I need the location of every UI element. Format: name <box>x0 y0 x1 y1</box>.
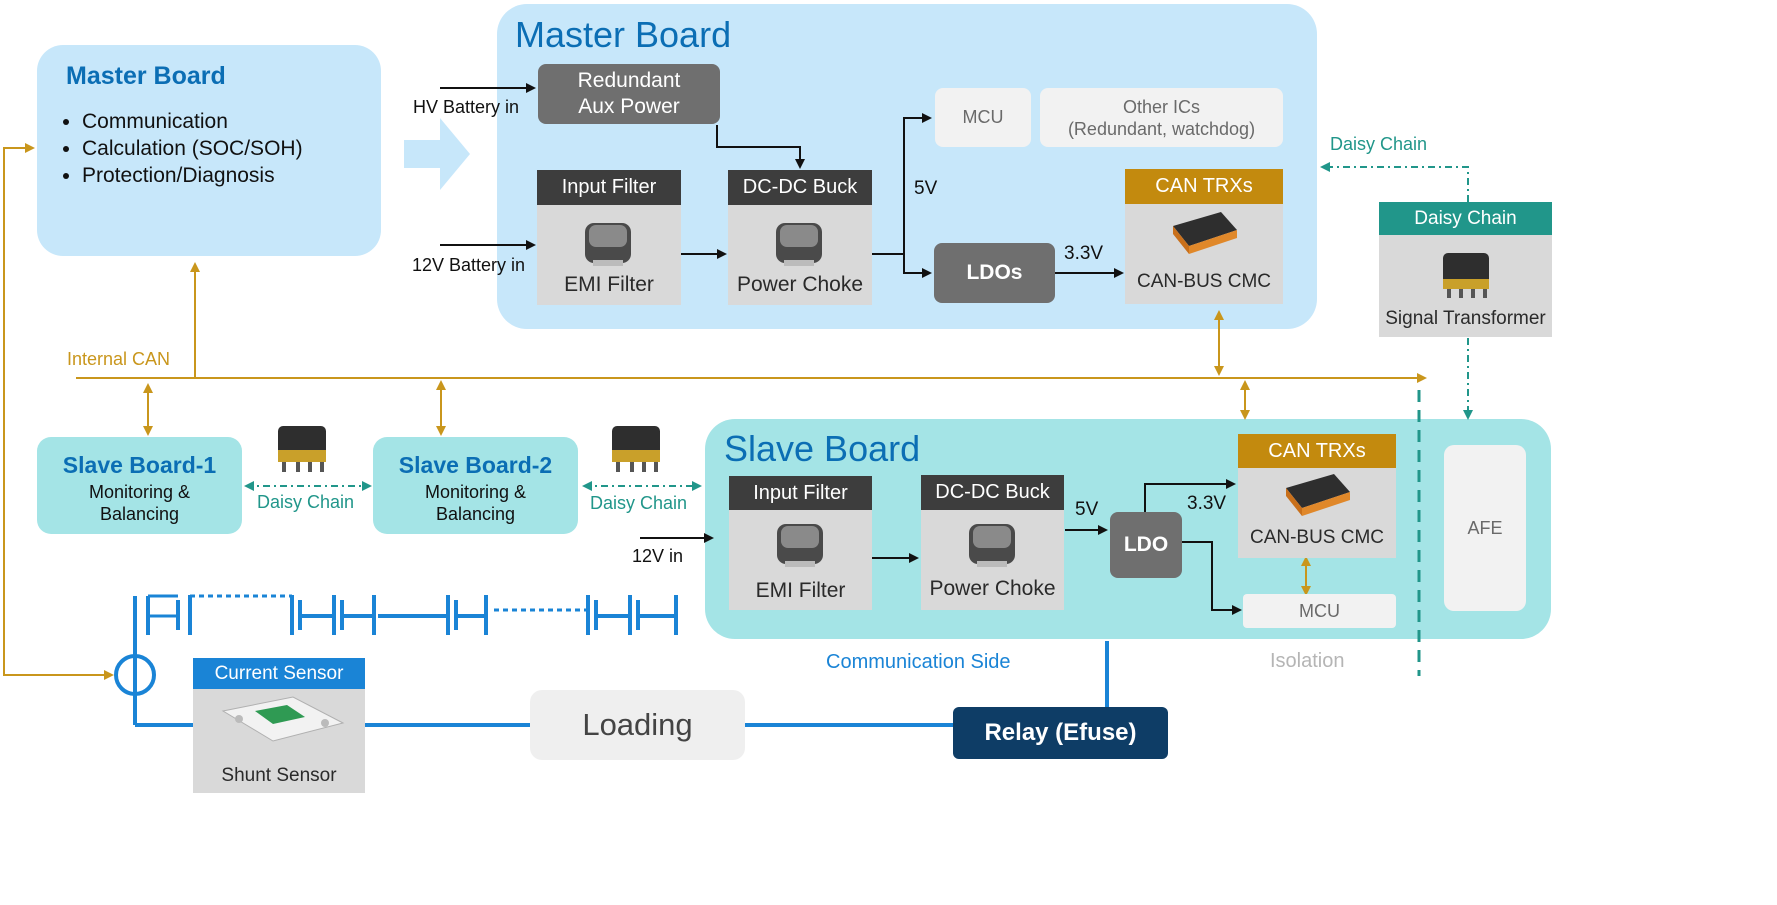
master-can-cmc-card: CAN-BUS CMC <box>1125 204 1283 304</box>
master-summary-box <box>37 45 381 256</box>
master-power-choke-label: Power Choke <box>736 273 864 296</box>
shunt-sensor-label: Shunt Sensor <box>221 765 337 786</box>
other-ics-box: Other ICs (Redundant, watchdog) <box>1040 88 1283 147</box>
bullet-communication: Communication <box>82 108 303 135</box>
slave-input-filter-header: Input Filter <box>729 476 872 510</box>
daisy-transformer-icon-1 <box>278 426 326 472</box>
signal-transformer-label: Signal Transformer <box>1385 308 1546 329</box>
daisy-transformer-icon-2 <box>612 426 660 472</box>
signal-transformer-header: Daisy Chain <box>1379 202 1552 235</box>
internal-can-label: Internal CAN <box>67 349 171 369</box>
slave-emi-filter-chip-icon <box>777 524 823 567</box>
master-can-cmc-label: CAN-BUS CMC <box>1136 271 1272 292</box>
isolation-label: Isolation <box>1270 650 1345 672</box>
shunt-sensor-card: Shunt Sensor <box>193 689 365 793</box>
master-5v-label: 5V <box>914 178 938 199</box>
redundant-aux-power-label: Redundant Aux Power <box>577 69 681 118</box>
bullet-calculation: Calculation (SOC/SOH) <box>82 135 303 162</box>
daisy-chain-label-2: Daisy Chain <box>590 493 688 513</box>
can-cmc-chip-icon <box>1173 212 1237 254</box>
master-emi-filter-label: EMI Filter <box>564 273 654 296</box>
slave-3v3-label: 3.3V <box>1187 493 1227 514</box>
relay-efuse-label: Relay (Efuse) <box>984 719 1137 746</box>
master-can-trx-header: CAN TRXs <box>1125 169 1283 204</box>
afe-box: AFE <box>1444 445 1526 611</box>
hv-battery-label: HV Battery in <box>413 97 520 117</box>
slave-power-choke-label: Power Choke <box>929 577 1056 600</box>
slave-board-title: Slave Board <box>724 428 921 469</box>
redundant-aux-power-box: Redundant Aux Power <box>538 64 720 124</box>
slave-ldo-box: LDO <box>1110 512 1182 578</box>
slave-can-trx-header: CAN TRXs <box>1238 434 1396 468</box>
slave-board-1-title: Slave Board-1 <box>62 452 217 478</box>
master-summary-title: Master Board <box>66 62 226 90</box>
master-ldos-box: LDOs <box>934 243 1055 303</box>
slave-board-1-desc: Monitoring & Balancing <box>88 482 191 524</box>
flow-arrow-shape <box>404 118 470 190</box>
slave-mcu-label: MCU <box>1299 600 1340 621</box>
slave-board-1-box: Slave Board-1 Monitoring & Balancing <box>37 437 242 534</box>
power-choke-chip-icon <box>776 223 822 266</box>
signal-transformer-card: Signal Transformer <box>1379 235 1552 337</box>
shunt-sensor-icon <box>221 696 345 742</box>
master-input-filter-header: Input Filter <box>537 170 681 205</box>
afe-label: AFE <box>1467 517 1503 538</box>
slave-5v-label: 5V <box>1075 499 1099 520</box>
master-3v3-label: 3.3V <box>1064 243 1104 264</box>
slave-board-2-box: Slave Board-2 Monitoring & Balancing <box>373 437 578 534</box>
master-mcu-label: MCU <box>962 107 1004 127</box>
slave-board-2-desc: Monitoring & Balancing <box>424 482 527 524</box>
slave-can-cmc-label: CAN-BUS CMC <box>1249 527 1385 548</box>
slave-ldo-label: LDO <box>1123 533 1169 556</box>
slave-can-cmc-card: CAN-BUS CMC <box>1238 468 1396 558</box>
current-sensor-header: Current Sensor <box>193 658 365 689</box>
slave-power-choke-chip-icon <box>969 524 1015 567</box>
master-summary-list: Communication Calculation (SOC/SOH) Prot… <box>56 108 303 189</box>
signal-transformer-icon <box>1443 253 1489 298</box>
bullet-protection: Protection/Diagnosis <box>82 162 303 189</box>
slave-12v-in-label: 12V in <box>632 546 684 566</box>
emi-filter-chip-icon <box>585 223 631 266</box>
other-ics-label: Other ICs (Redundant, watchdog) <box>1067 96 1256 139</box>
master-mcu-box: MCU <box>935 88 1031 147</box>
loading-label: Loading <box>582 707 693 742</box>
loading-box: Loading <box>530 690 745 760</box>
master-power-choke-card: Power Choke <box>728 205 872 305</box>
master-ldos-label: LDOs <box>966 261 1023 284</box>
slave-emi-filter-label: EMI Filter <box>755 579 846 602</box>
slave-can-cmc-chip-icon <box>1286 474 1350 516</box>
master-dcdc-buck-header: DC-DC Buck <box>728 170 872 205</box>
daisy-chain-label-1: Daisy Chain <box>257 492 355 512</box>
daisy-chain-ext-label: Daisy Chain <box>1330 134 1428 154</box>
slave-mcu-box: MCU <box>1243 594 1396 628</box>
relay-efuse-box: Relay (Efuse) <box>953 707 1168 759</box>
slave-emi-filter-card: EMI Filter <box>729 510 872 610</box>
master-emi-filter-card: EMI Filter <box>537 205 681 305</box>
12v-battery-label: 12V Battery in <box>412 255 526 275</box>
slave-dcdc-buck-header: DC-DC Buck <box>921 475 1064 510</box>
slave-board-2-title: Slave Board-2 <box>398 452 553 478</box>
master-board-title: Master Board <box>515 14 732 55</box>
communication-side-label: Communication Side <box>826 651 1011 673</box>
slave-power-choke-card: Power Choke <box>921 510 1064 610</box>
